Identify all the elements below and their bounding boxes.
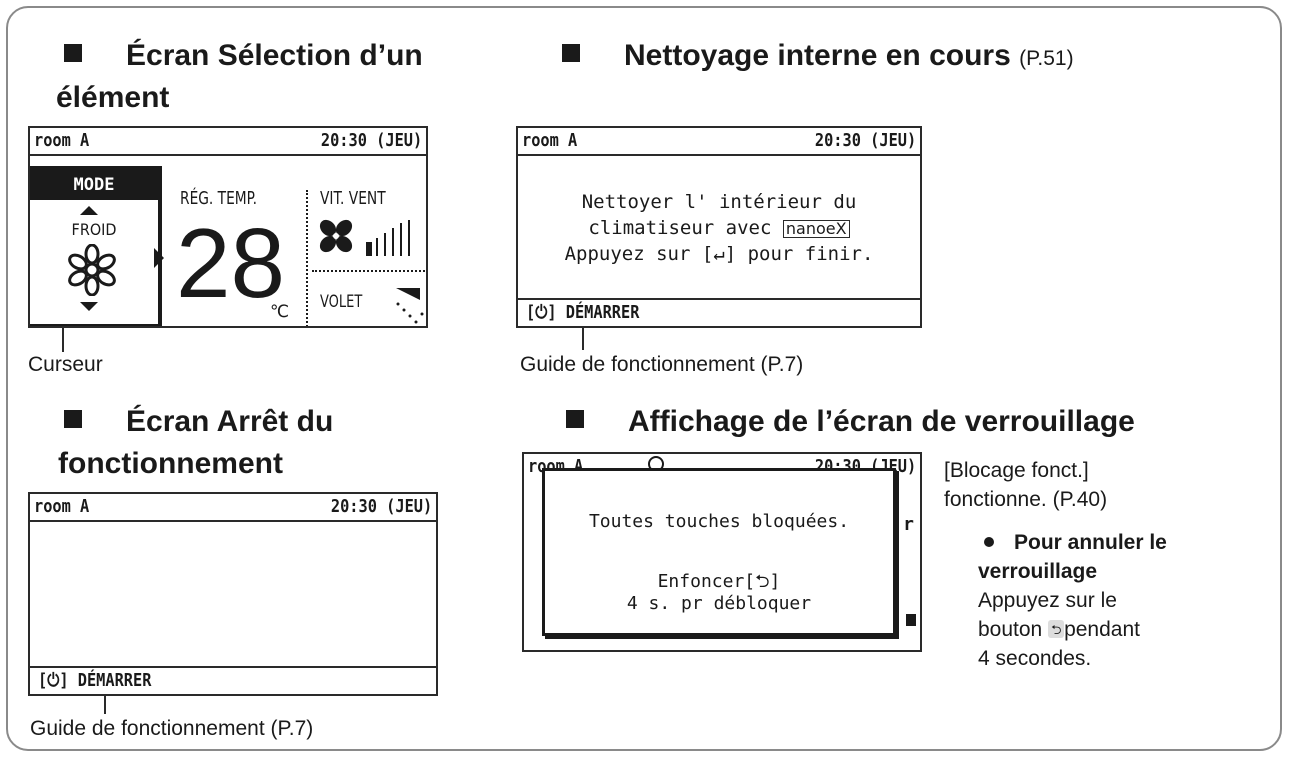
cleaning-message-line3: Appuyez sur [↵] pour finir. xyxy=(564,243,874,265)
lcd-room: room A xyxy=(34,130,90,151)
lcd-room: room A xyxy=(34,496,90,517)
heading-selection-line2: élément xyxy=(56,81,170,114)
snowflake-icon xyxy=(68,244,116,296)
unlock-instructions: Appuyez sur le bouton ⮌pendant 4 seconde… xyxy=(978,589,1140,670)
mode-value: FROID xyxy=(71,220,117,239)
lock-note: [Blocage fonct.] fonctionne. (P.40) xyxy=(944,459,1108,511)
nanoe-logo: nanoeX xyxy=(782,220,850,238)
square-bullet-icon xyxy=(64,410,82,428)
heading-cleaning: Nettoyage interne en cours (P.51) xyxy=(562,38,1074,77)
lock-instruction-line2: 4 s. pr débloquer xyxy=(626,593,812,614)
lcd-topbar: room A 20:30 (JEU) xyxy=(30,128,426,156)
page-frame xyxy=(6,6,1282,751)
square-bullet-icon xyxy=(64,44,82,62)
heading-selection: Écran Sélection d’un xyxy=(64,38,423,74)
flap-label: VOLET xyxy=(320,292,363,312)
lock-instruction-line1: Enfoncer[⮌] xyxy=(657,571,781,592)
lock-message: Toutes touches bloquées. xyxy=(588,511,850,532)
arrow-up-icon xyxy=(80,206,98,215)
lcd-time: 20:30 (JEU) xyxy=(814,130,916,151)
fan-icon xyxy=(319,219,353,253)
square-bullet-icon xyxy=(562,44,580,62)
cleaning-message-line2: climatiseur avec nanoeX xyxy=(518,216,920,240)
temp-unit: ℃ xyxy=(270,302,290,322)
return-button-icon: ⮌ xyxy=(1048,620,1065,638)
lcd-partial-icon xyxy=(906,614,916,626)
lcd-bottombar: [⏻] DÉMARRER xyxy=(518,298,920,326)
arrow-down-icon xyxy=(80,302,98,311)
temp-value: 28 xyxy=(176,208,286,318)
heading-lock: Affichage de l’écran de verrouillage xyxy=(566,404,1135,440)
caption-operation-guide: Guide de fonctionnement (P.7) xyxy=(30,717,314,740)
lcd-cleaning-screen: room A 20:30 (JEU) Nettoyer l' intérieur… xyxy=(516,126,922,328)
heading-stop-line2: fonctionnement xyxy=(58,447,283,480)
start-guide: [⏻] DÉMARRER xyxy=(38,670,152,691)
caption-cursor: Curseur xyxy=(28,353,103,376)
lcd-bottombar: [⏻] DÉMARRER xyxy=(30,666,436,694)
mode-label: MODE xyxy=(30,170,158,200)
leader-line xyxy=(104,696,106,714)
mode-cursor-box[interactable]: MODE FROID xyxy=(30,166,162,326)
fan-speed-bars-icon xyxy=(366,220,410,256)
leader-line xyxy=(582,328,584,350)
lcd-time: 20:30 (JEU) xyxy=(320,130,422,151)
square-bullet-icon xyxy=(566,410,584,428)
flap-direction-icon xyxy=(396,288,424,324)
lcd-topbar: room A 20:30 (JEU) xyxy=(30,494,436,522)
start-guide: [⏻] DÉMARRER xyxy=(526,302,640,323)
caption-operation-guide: Guide de fonctionnement (P.7) xyxy=(520,353,804,376)
heading-stop: Écran Arrêt du xyxy=(64,404,333,440)
leader-line xyxy=(62,328,64,352)
arrow-right-icon xyxy=(154,248,164,268)
temp-label: RÉG. TEMP. xyxy=(180,188,257,209)
lcd-time: 20:30 (JEU) xyxy=(330,496,432,517)
lcd-topbar: room A 20:30 (JEU) xyxy=(518,128,920,156)
fan-label: VIT. VENT xyxy=(320,188,386,209)
lcd-room: room A xyxy=(522,130,578,151)
bullet-dot-icon xyxy=(984,537,994,547)
divider xyxy=(306,190,308,326)
lcd-partial-text: r xyxy=(903,514,914,535)
lock-popup: Toutes touches bloquées. Enfoncer[⮌] 4 s… xyxy=(542,468,896,636)
lcd-selection-screen: room A 20:30 (JEU) MODE FROID RÉG. TEMP.… xyxy=(28,126,428,328)
unlock-title: Pour annuler le verrouillage xyxy=(978,531,1167,583)
lcd-stop-screen: room A 20:30 (JEU) [⏻] DÉMARRER xyxy=(28,492,438,696)
cleaning-message-line1: Nettoyer l' intérieur du xyxy=(581,191,857,213)
divider xyxy=(312,270,426,272)
